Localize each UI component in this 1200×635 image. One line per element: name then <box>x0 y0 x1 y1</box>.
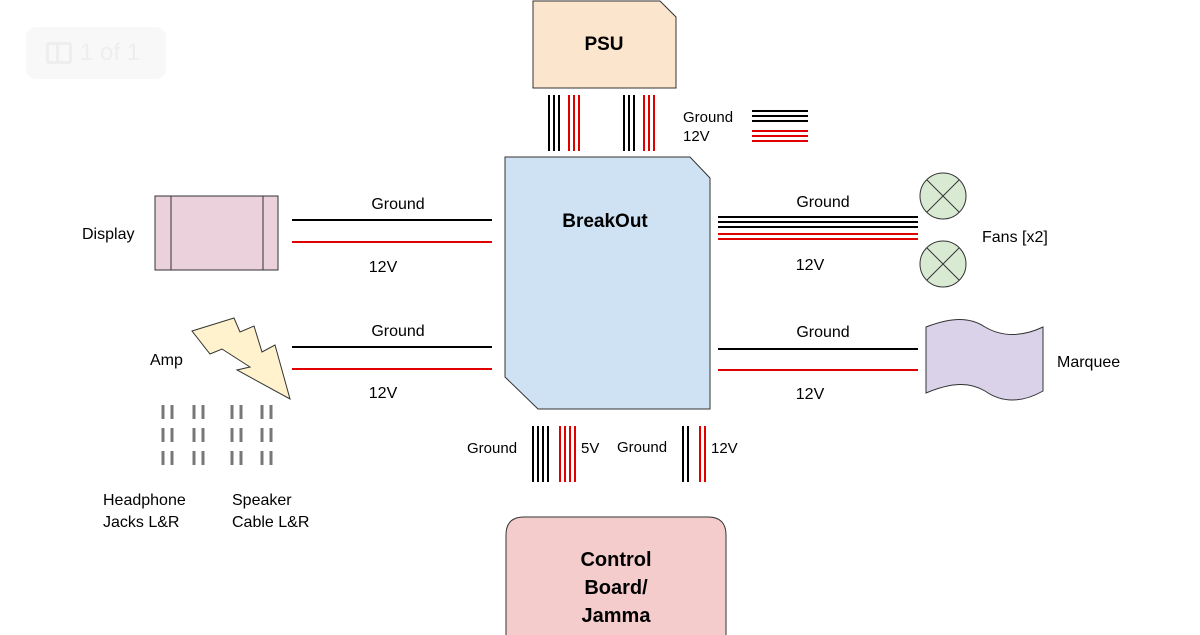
display-label: Display <box>82 226 134 243</box>
control-board-node: Control Board/ Jamma <box>505 516 727 635</box>
amp-label: Amp <box>150 352 183 369</box>
psu-label: PSU <box>584 34 623 55</box>
marquee-label: Marquee <box>1057 354 1120 371</box>
lightning-icon <box>191 317 291 401</box>
legend: Ground 12V <box>683 109 808 145</box>
page-icon <box>46 42 72 64</box>
legend-ground-label: Ground <box>683 109 733 126</box>
psu-wires-right <box>623 95 655 151</box>
bottom-right-ground-label: Ground <box>617 439 667 456</box>
marquee-node: Marquee <box>925 319 1120 401</box>
amp-node: Amp <box>150 317 291 401</box>
display-wires: Ground 12V <box>292 196 492 276</box>
breakout-node: BreakOut <box>504 156 711 410</box>
page-counter-label: 1 of 1 <box>80 39 141 66</box>
display-12v-label: 12V <box>369 259 398 276</box>
fans-ground-label: Ground <box>796 194 849 211</box>
display-ground-label: Ground <box>371 196 424 213</box>
psu-box <box>532 0 677 89</box>
headphone-label-line1: Headphone <box>103 492 186 509</box>
marquee-wires: Ground 12V <box>718 324 918 403</box>
fan-icon <box>919 172 967 220</box>
headphone-label-line2: Jacks L&R <box>103 514 179 531</box>
marquee-ground-label: Ground <box>796 324 849 341</box>
control-board-box <box>505 516 727 635</box>
bottom-left-wires: Ground 5V <box>467 426 599 482</box>
amp-12v-label: 12V <box>369 385 398 402</box>
amp-wires: Ground 12V <box>292 323 492 402</box>
bottom-left-5v-label: 5V <box>581 440 599 457</box>
control-board-label-line2: Board/ <box>584 577 648 599</box>
psu-node: PSU <box>532 0 677 89</box>
breakout-box <box>504 156 711 410</box>
headphone-jack-icon <box>161 405 205 465</box>
speaker-label-line2: Cable L&R <box>232 514 309 531</box>
breakout-label: BreakOut <box>562 211 648 232</box>
bottom-left-ground-label: Ground <box>467 440 517 457</box>
display-node: Display <box>82 195 279 271</box>
control-board-label-line1: Control <box>580 549 651 571</box>
page-counter[interactable]: 1 of 1 <box>26 27 166 79</box>
fans-label: Fans [x2] <box>982 229 1048 246</box>
amp-ground-label: Ground <box>371 323 424 340</box>
fans-12v-label: 12V <box>796 257 825 274</box>
fans-wires: Ground 12V <box>718 194 918 274</box>
bottom-right-12v-label: 12V <box>711 440 738 457</box>
legend-12v-label: 12V <box>683 128 710 145</box>
speaker-label-line1: Speaker <box>232 492 292 509</box>
display-box <box>154 195 279 271</box>
bottom-right-wires: Ground 12V <box>617 426 738 482</box>
marquee-12v-label: 12V <box>796 386 825 403</box>
psu-wires-left <box>548 95 580 151</box>
fan-icon <box>919 240 967 288</box>
control-board-label-line3: Jamma <box>582 605 652 627</box>
marquee-box <box>925 319 1044 401</box>
speaker-cable-icon <box>230 405 273 465</box>
